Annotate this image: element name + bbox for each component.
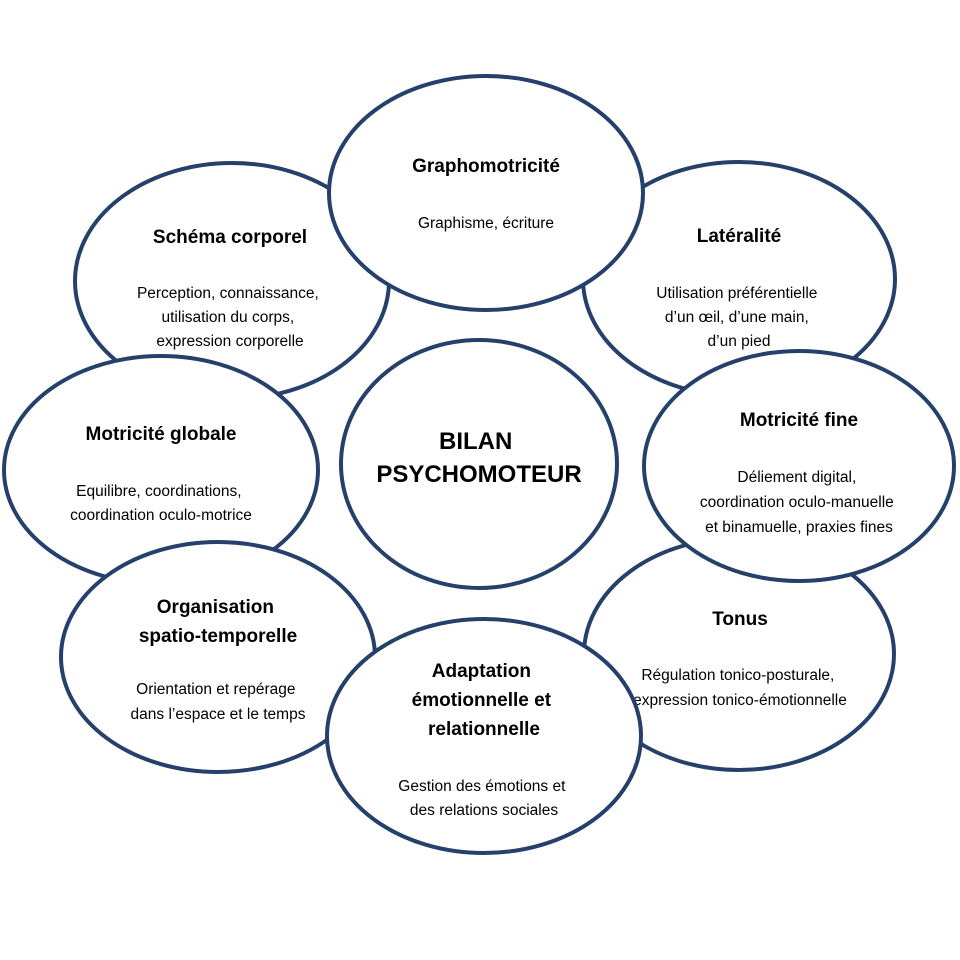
node-graphomotricite-desc: Graphisme, écriture: [418, 215, 554, 232]
node-graphomotricite-title: Graphomotricité: [412, 156, 560, 177]
center-node: BILAN PSYCHOMOTEUR: [339, 338, 619, 590]
node-tonus-desc: Régulation tonico-posturale, expression …: [633, 667, 847, 709]
node-motricite-fine-desc: Déliement digital, coordination oculo-ma…: [700, 469, 898, 536]
center-title: BILAN PSYCHOMOTEUR: [376, 428, 581, 488]
node-adaptation-ellipse: [325, 617, 643, 855]
node-lateralite-title: Latéralité: [697, 226, 781, 247]
node-adaptation: Adaptation émotionnelle et relationnelle…: [325, 617, 643, 855]
node-schema-corporel-desc: Perception, connaissance, utilisation du…: [137, 285, 323, 350]
center-ellipse: [339, 338, 619, 590]
node-adaptation-desc: Gestion des émotions et des relations so…: [398, 778, 569, 819]
node-schema-corporel-title: Schéma corporel: [153, 227, 307, 248]
node-graphomotricite: Graphomotricité Graphisme, écriture: [327, 74, 645, 312]
node-motricite-globale-desc: Equilibre, coordinations, coordination o…: [70, 483, 252, 524]
node-lateralite-desc: Utilisation préférentielle d’un œil, d’u…: [656, 285, 821, 350]
node-motricite-fine-title: Motricité fine: [740, 410, 858, 431]
node-motricite-fine-ellipse: [642, 349, 956, 583]
node-motricite-globale-title: Motricité globale: [86, 424, 237, 445]
node-motricite-fine: Motricité fine Déliement digital, coordi…: [642, 349, 956, 583]
node-graphomotricite-ellipse: [327, 74, 645, 312]
node-organisation-desc: Orientation et repérage dans l’espace et…: [131, 681, 306, 723]
node-organisation-title: Organisation spatio-temporelle: [139, 597, 297, 647]
node-tonus-title: Tonus: [712, 609, 768, 630]
node-motricite-globale: Motricité globale Equilibre, coordinatio…: [2, 354, 320, 586]
node-adaptation-title: Adaptation émotionnelle et relationnelle: [412, 661, 557, 740]
node-organisation: Organisation spatio-temporelle Orientati…: [59, 540, 377, 774]
